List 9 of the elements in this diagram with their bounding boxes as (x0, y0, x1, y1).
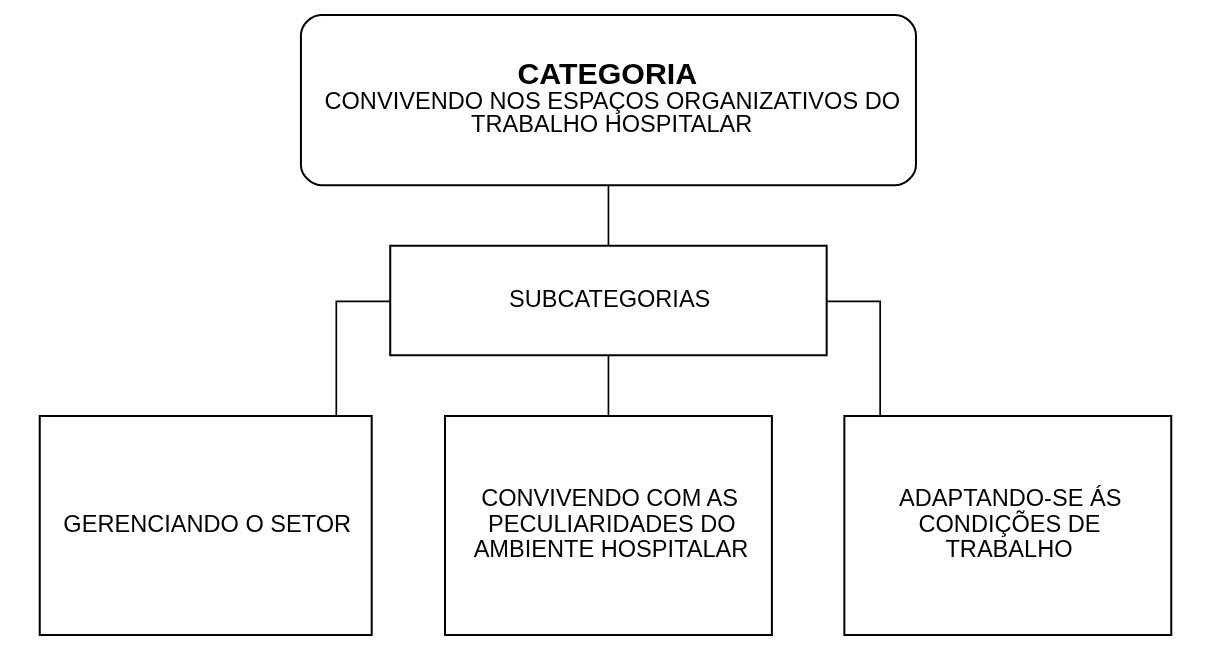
connector (334, 300, 391, 417)
connector (825, 300, 881, 417)
node-box: SUBCATEGORIAS (388, 244, 828, 357)
connector (607, 354, 609, 417)
node-box: ADAPTANDO-SE ÁS CONDIÇÕES DE TRABALHO (842, 415, 1172, 637)
node-box: CATEGORIA CONVIVENDO NOS ESPAÇOS ORGANIZATIVOS DO TRABALHO HOSPITALAR (299, 13, 917, 187)
node-box: CONVIVENDO COM AS PECULIARIDADES DO AMBIENTE HOSPITALAR (443, 415, 773, 637)
node-box: GERENCIANDO O SETOR (38, 415, 373, 637)
connector (607, 184, 609, 247)
